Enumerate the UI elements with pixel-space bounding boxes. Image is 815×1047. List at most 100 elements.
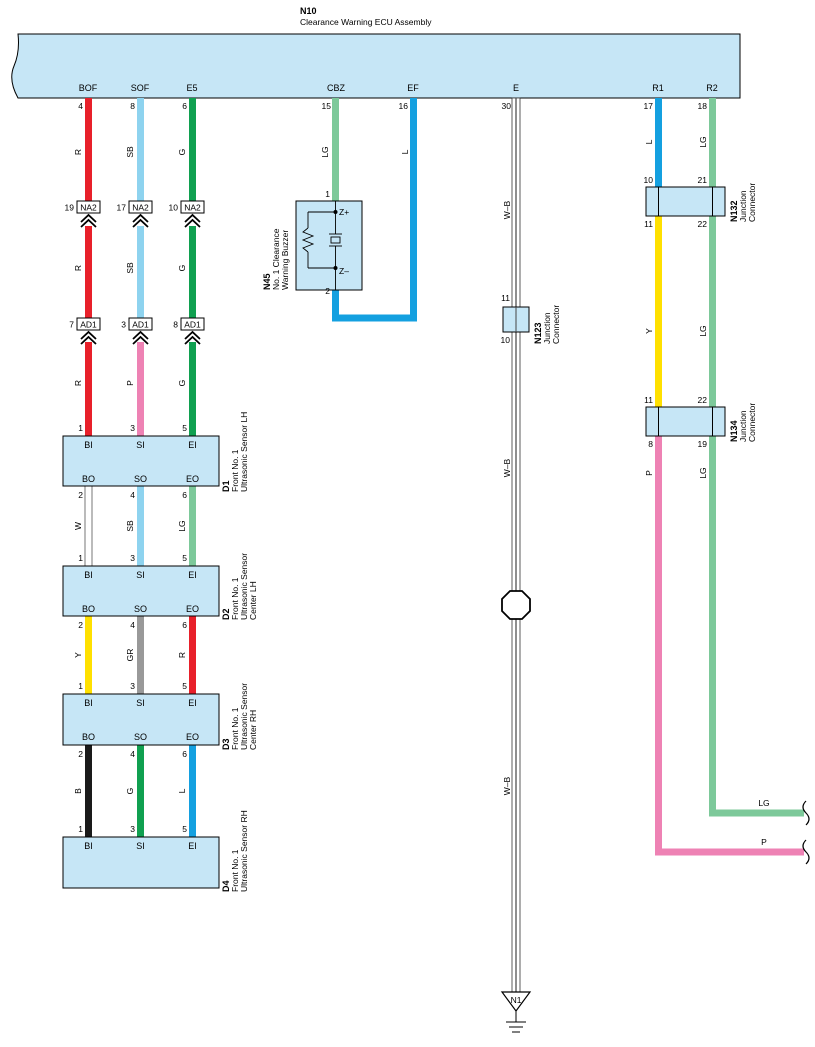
sensor-name: Ultrasonic Sensor LH bbox=[239, 412, 249, 492]
ecu-pin: 8 bbox=[130, 101, 135, 111]
wire-code: LG bbox=[177, 520, 187, 531]
junction-n134: 11 22 8 19 N134 Junction Connector bbox=[644, 395, 757, 449]
ecu-pins: 4 8 6 15 16 30 17 18 bbox=[78, 101, 707, 111]
wire-code: LG bbox=[320, 146, 330, 157]
wire-code: W–B bbox=[502, 776, 512, 795]
wire-code: LG bbox=[698, 325, 708, 336]
connector-label: AD1 bbox=[80, 320, 97, 330]
junction-code: N132 bbox=[729, 200, 739, 222]
junction-pin: 11 bbox=[644, 219, 653, 229]
sensor-pin: 5 bbox=[182, 553, 187, 563]
junction-name: Junction bbox=[738, 410, 748, 442]
connector-pin: 19 bbox=[65, 203, 75, 213]
junction-name: Connector bbox=[551, 305, 561, 344]
ecu-terminal-cbz: CBZ bbox=[327, 83, 346, 93]
sensor-name: Ultrasonic Sensor bbox=[239, 683, 249, 750]
wire-code: SB bbox=[125, 262, 135, 274]
junction-pin: 10 bbox=[644, 175, 654, 185]
sensor-pin: 1 bbox=[78, 553, 83, 563]
sensor-terminal: EO bbox=[186, 604, 199, 614]
wire-cbz-lg bbox=[332, 98, 339, 201]
junction-pin: 11 bbox=[501, 293, 510, 303]
wire-ground-wb bbox=[511, 97, 521, 993]
sensor-name: Front No. 1 bbox=[230, 707, 240, 750]
sensor-pin: 3 bbox=[130, 423, 135, 433]
break-mark-icon bbox=[802, 800, 810, 826]
sensor-d2: 1 3 5 BI SI EI BO SO EO 2 4 6 D2 Front N… bbox=[62, 553, 258, 630]
connector-label: NA2 bbox=[80, 203, 97, 213]
sensor-terminal: SI bbox=[136, 440, 145, 450]
junction-pin: 22 bbox=[698, 395, 708, 405]
wire-code: Y bbox=[644, 328, 654, 334]
wire-code: L bbox=[177, 788, 187, 793]
sensor-name: Ultrasonic Sensor RH bbox=[239, 810, 249, 892]
wire-gr bbox=[137, 616, 144, 694]
junction-pin: 10 bbox=[501, 335, 511, 345]
buzzer-n45: 1 2 Z+ Z– N45 No. 1 Clearance Warning Bu… bbox=[262, 189, 363, 296]
ecu-pin: 16 bbox=[399, 101, 409, 111]
wire-code: SB bbox=[125, 146, 135, 158]
splice-point-icon bbox=[501, 590, 531, 620]
junction-pin: 21 bbox=[698, 175, 708, 185]
connector-label: AD1 bbox=[184, 320, 201, 330]
break-mark-icon bbox=[802, 839, 810, 865]
sensor-terminal: SI bbox=[136, 698, 145, 708]
wire-p bbox=[137, 342, 144, 436]
wire-r bbox=[85, 226, 92, 318]
ecu-terminal-ef: EF bbox=[407, 83, 419, 93]
wire-code: L bbox=[400, 149, 410, 154]
sensor-terminal: BI bbox=[84, 440, 93, 450]
sensor-terminal: BO bbox=[82, 604, 95, 614]
sensor-name: Front No. 1 bbox=[230, 449, 240, 492]
buzzer-z-minus: Z– bbox=[339, 266, 349, 276]
buzzer-code: N45 bbox=[262, 273, 272, 290]
wire-code: W bbox=[73, 522, 83, 530]
ground-n1: N1 bbox=[500, 991, 532, 1033]
connector-label: NA2 bbox=[132, 203, 149, 213]
sensor-pin: 4 bbox=[130, 620, 135, 630]
junction-code: N123 bbox=[533, 322, 543, 344]
sensor-terminal: SI bbox=[136, 570, 145, 580]
sensor-terminal: EI bbox=[188, 841, 197, 851]
sensor-pin: 1 bbox=[78, 423, 83, 433]
sensor-terminal: EI bbox=[188, 698, 197, 708]
sensor-terminal: BO bbox=[82, 474, 95, 484]
wire-ef-l bbox=[332, 98, 417, 322]
exit-label-lg: LG bbox=[758, 798, 769, 808]
sensor-pin: 6 bbox=[182, 620, 187, 630]
ecu-terminal-r2: R2 bbox=[706, 83, 718, 93]
ecu-terminal-sof: SOF bbox=[131, 83, 150, 93]
connector-pin: 10 bbox=[169, 203, 179, 213]
wire-code: LG bbox=[698, 136, 708, 147]
wire-bof-r bbox=[85, 98, 92, 201]
junction-n123: 11 10 N123 Junction Connector bbox=[501, 293, 561, 345]
junction-name: Junction bbox=[542, 312, 552, 344]
wire-r2-lg bbox=[709, 98, 716, 187]
junction-pin: 11 bbox=[644, 395, 653, 405]
connector-ad1: AD1 AD1 AD1 7 3 8 bbox=[69, 317, 205, 345]
wire-code: R bbox=[73, 265, 83, 271]
wire-code: LG bbox=[698, 467, 708, 478]
junction-pin: 19 bbox=[698, 439, 708, 449]
sensor-name: Center RH bbox=[248, 710, 258, 750]
sensor-name: Center LH bbox=[248, 581, 258, 620]
sensor-name: Ultrasonic Sensor bbox=[239, 553, 249, 620]
ecu-terminals: BOF SOF E5 CBZ EF E R1 R2 bbox=[79, 83, 718, 93]
junction-name: Junction bbox=[738, 190, 748, 222]
wire-sb bbox=[137, 226, 144, 318]
sensor-code: D2 bbox=[221, 608, 231, 620]
sensor-name: Front No. 1 bbox=[230, 849, 240, 892]
buzzer-z-plus: Z+ bbox=[339, 207, 349, 217]
wire-b bbox=[85, 745, 92, 837]
sensor-pin: 1 bbox=[78, 824, 83, 834]
connector-pin: 8 bbox=[173, 320, 178, 330]
sensor-pin: 3 bbox=[130, 553, 135, 563]
wire-code: P bbox=[125, 380, 135, 386]
sensor-code: D3 bbox=[221, 738, 231, 750]
ecu-name: Clearance Warning ECU Assembly bbox=[300, 17, 432, 27]
wire-g bbox=[189, 226, 196, 318]
ecu-pin: 6 bbox=[182, 101, 187, 111]
ground-label: N1 bbox=[511, 995, 522, 1005]
wire-code: W–B bbox=[502, 458, 512, 477]
